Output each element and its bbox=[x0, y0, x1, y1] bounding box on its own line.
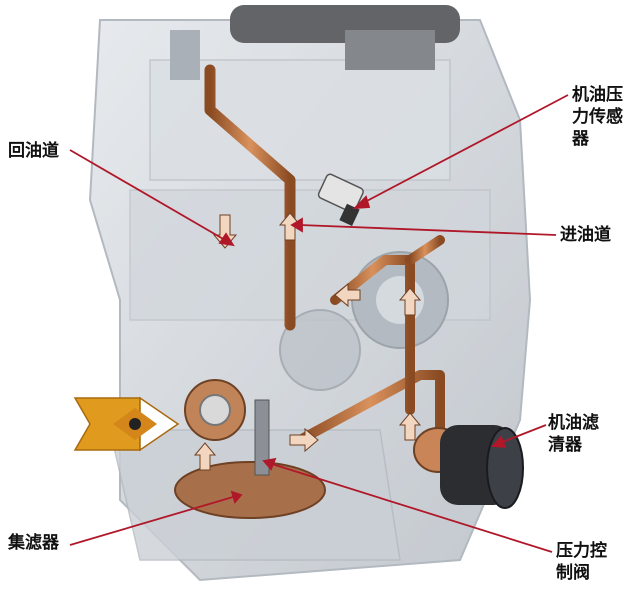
label-oil-filter: 机油滤 清器 bbox=[548, 413, 599, 455]
flow-arrow-up bbox=[193, 442, 217, 471]
label-oil-pressure-sensor: 机油压 力传感 器 bbox=[572, 85, 623, 149]
leader-line-filter bbox=[499, 424, 547, 444]
oil-pressure-sensor-part bbox=[317, 173, 364, 226]
flow-arrow-right bbox=[289, 427, 319, 453]
leader-line-valve bbox=[271, 463, 553, 553]
label-inlet-passage: 进油道 bbox=[560, 225, 611, 245]
leader-line-inlet bbox=[299, 224, 557, 236]
label-strainer: 集滤器 bbox=[8, 533, 59, 553]
view-direction-eye-icon bbox=[73, 396, 180, 452]
label-pressure-control-valve: 压力控 制阀 bbox=[556, 541, 607, 583]
flow-arrow-up bbox=[398, 287, 422, 316]
flow-arrows bbox=[193, 212, 422, 471]
leader-line-sensor bbox=[362, 94, 569, 204]
flow-arrow-up bbox=[278, 212, 302, 241]
strainer-pan bbox=[174, 461, 326, 519]
leader-line-strainer bbox=[69, 496, 234, 546]
flow-arrow-left bbox=[334, 282, 361, 308]
leader-lines bbox=[69, 94, 569, 553]
label-return-passage: 回油道 bbox=[8, 141, 59, 161]
pump-shaft bbox=[199, 394, 231, 426]
oil-filter-part bbox=[413, 425, 524, 509]
pressure-control-valve-body bbox=[254, 399, 270, 476]
leader-line-return bbox=[69, 149, 226, 241]
flow-arrow-up bbox=[398, 412, 422, 441]
